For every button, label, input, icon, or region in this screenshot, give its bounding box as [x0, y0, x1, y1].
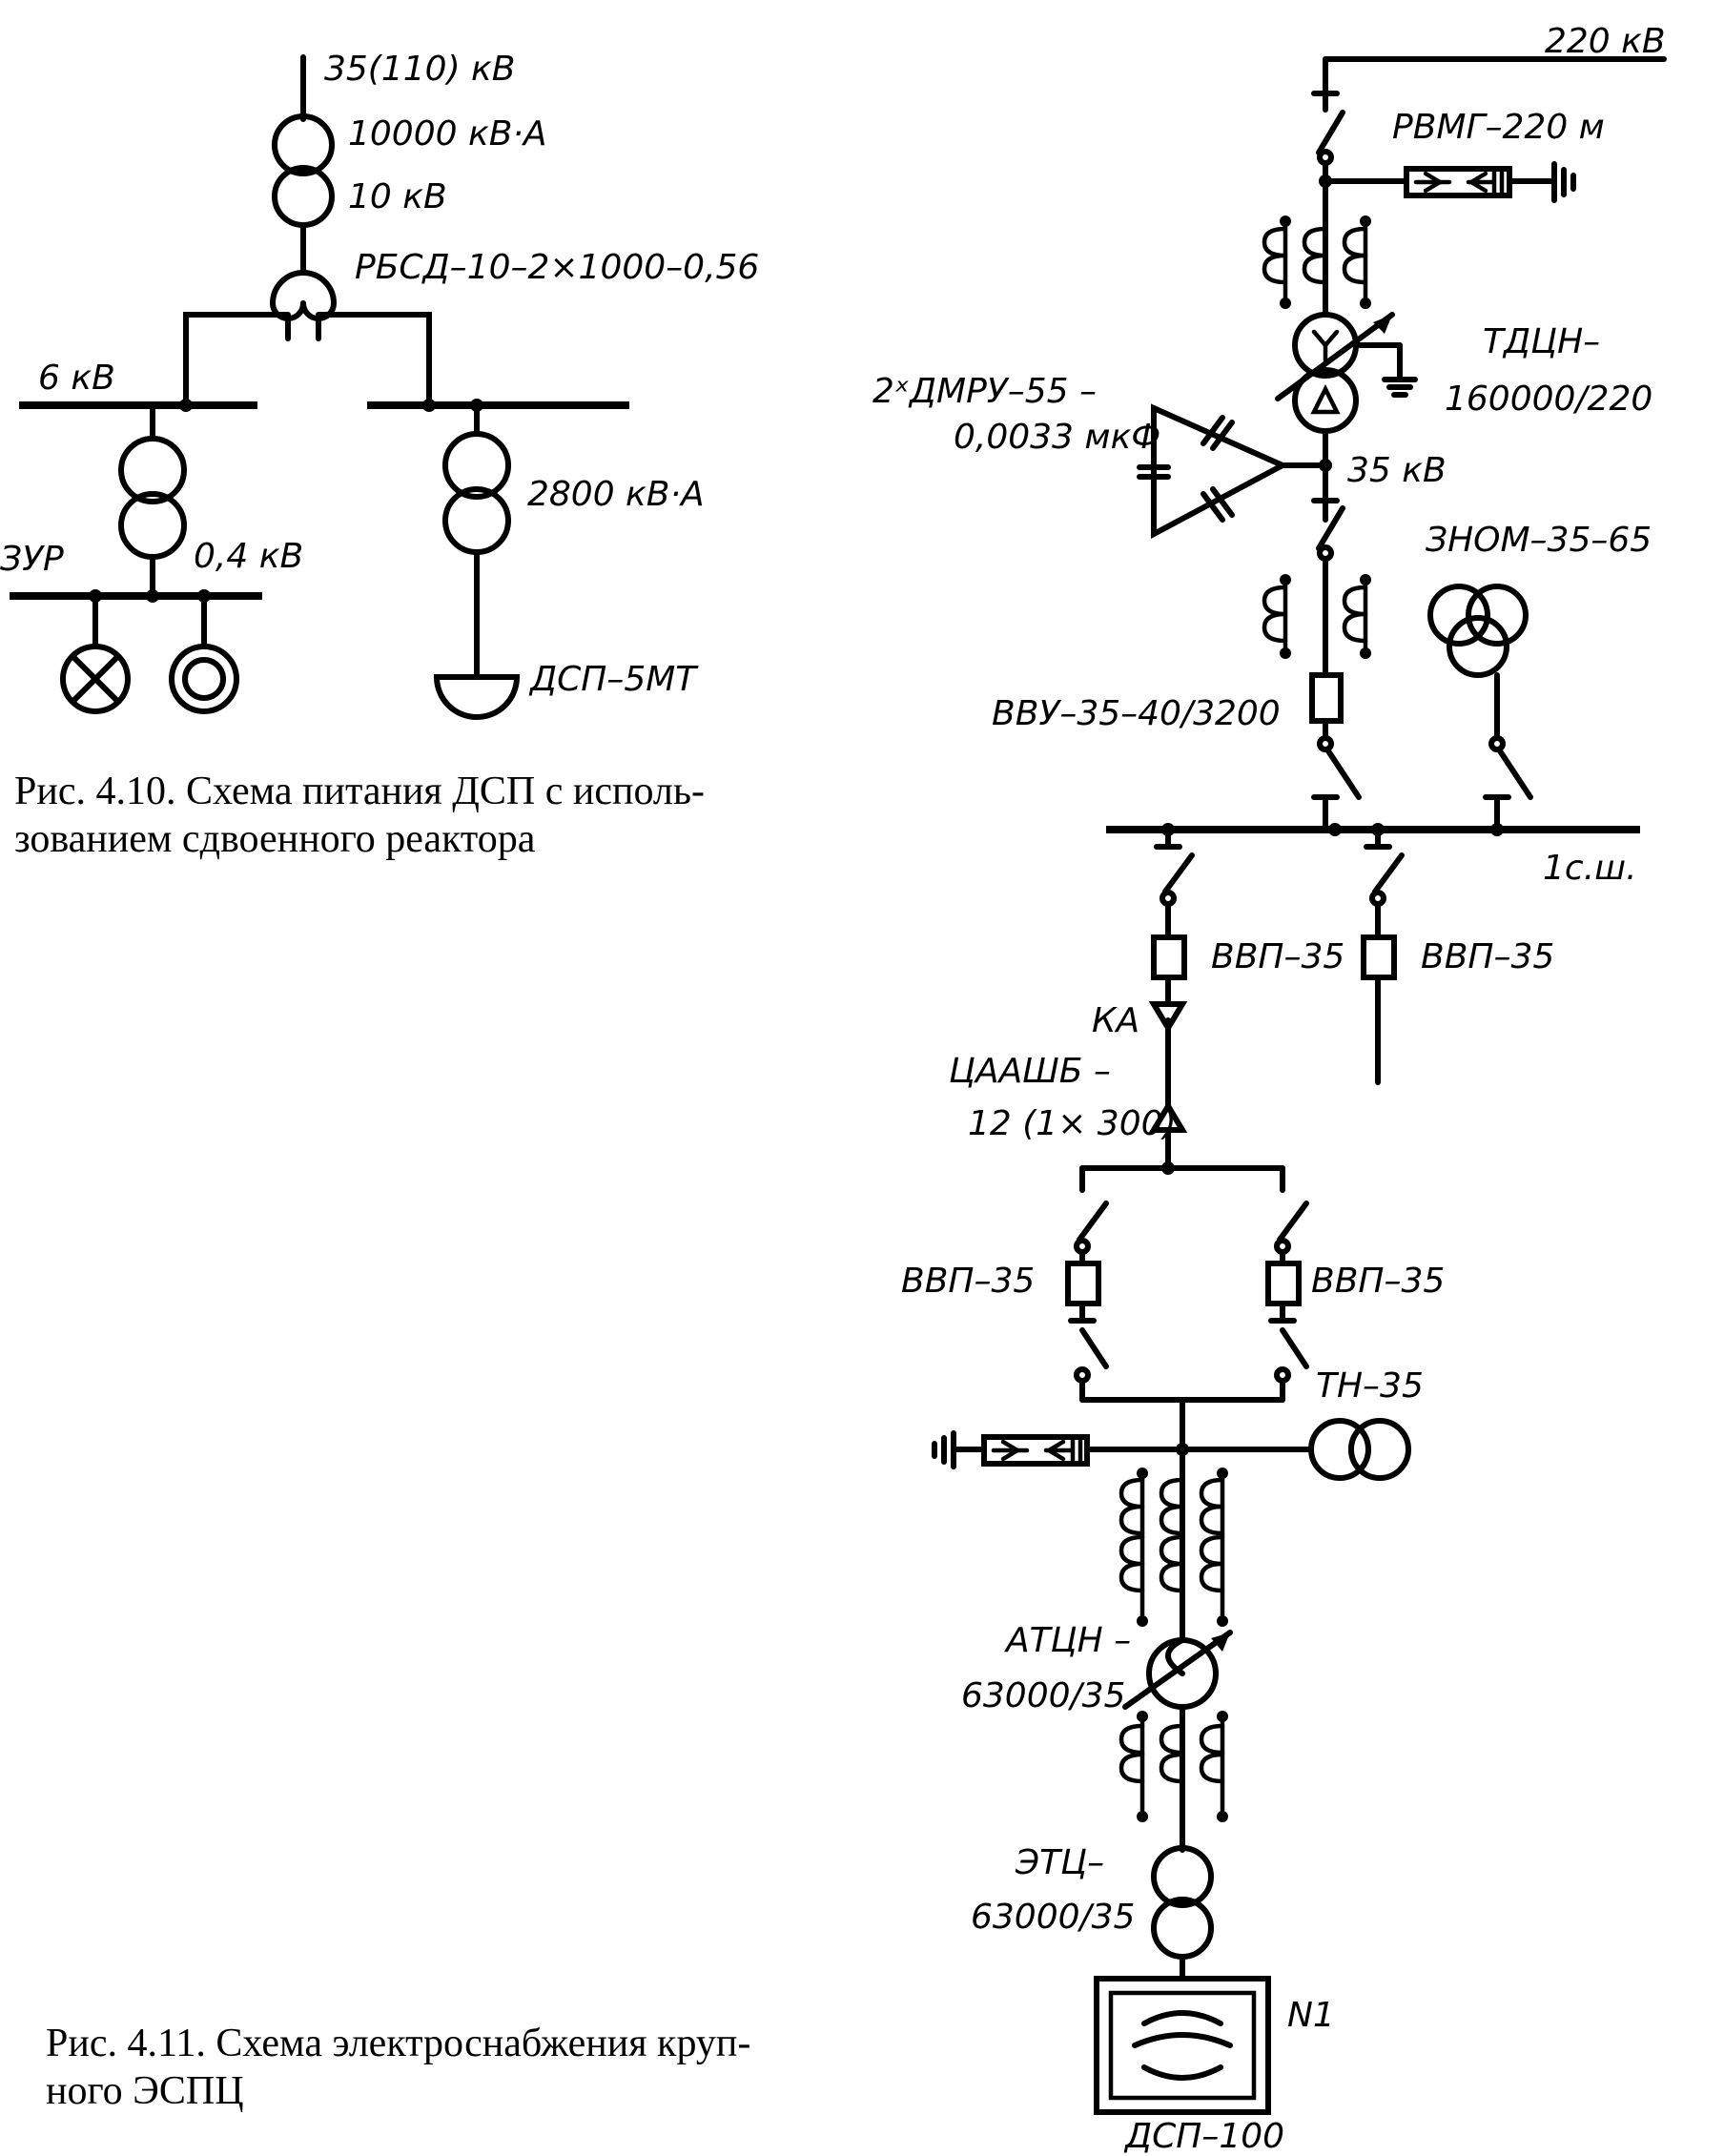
- fig-410-labels: 35(110) кВ 10000 кВ·А 10 кВ РБСД–10–2×10…: [0, 50, 759, 699]
- fig-410-schematic: [10, 54, 629, 720]
- label-trafo-lv: 10 кВ: [348, 177, 447, 216]
- voltage-transformer-tn: [1308, 1418, 1411, 1481]
- label-atcn-2: 63000/35: [961, 1676, 1125, 1715]
- label-n1: N1: [1287, 1996, 1335, 2035]
- branch-left-vvp: [1065, 1201, 1109, 1403]
- label-tdcn-1: ТДЦН–: [1483, 322, 1600, 361]
- fig-411-labels: 220 кВ РВМГ–220 м ТДЦН– 160000/220 2ˣДМР…: [872, 22, 1666, 2156]
- fig-411-schematic: [932, 56, 1667, 2115]
- label-reactor: РБСД–10–2×1000–0,56: [355, 248, 759, 287]
- label-aux-power: 2800 кВ·А: [527, 475, 705, 514]
- disconnector-vvu: [1311, 718, 1362, 828]
- label-dmru-1: 2ˣДМРУ–55 –: [872, 372, 1097, 411]
- motor-load-symbol: [169, 644, 239, 714]
- label-vvu: ВВУ–35–40/3200: [992, 694, 1281, 733]
- current-transformers-35kv: [1262, 574, 1371, 659]
- current-transformers-220kv: [1262, 216, 1371, 309]
- label-04kv: 0,4 кВ: [194, 537, 303, 576]
- dual-reactor-symbol: [270, 270, 337, 341]
- furnace-transformer-symbol: [442, 431, 511, 555]
- caption-410-line2: зованием сдвоенного реактора: [14, 817, 536, 861]
- furnace-symbol-dsp5: [433, 674, 521, 720]
- autotransformer-atcn-symbol: [1122, 1630, 1233, 1710]
- label-hv-voltage: 35(110) кВ: [324, 50, 516, 89]
- label-arrester-top: РВМГ–220 м: [1392, 108, 1605, 147]
- caption-fig-411: Рис. 4.11. Схема электроснабжения круп- …: [46, 2020, 750, 2115]
- label-vvp-d: ВВП–35: [1311, 1262, 1445, 1301]
- label-cable-2: 12 (1× 300): [968, 1104, 1177, 1143]
- label-tdcn-2: 160000/220: [1445, 380, 1652, 419]
- aux-transformer-symbol: [118, 436, 187, 560]
- disconnector-35kv-main: [1316, 498, 1345, 562]
- transformer-etc-symbol: [1151, 1845, 1214, 1960]
- current-transformers-atcn: [1119, 1468, 1228, 1627]
- voltage-transformer-znom: [1427, 584, 1529, 678]
- label-furnace-dsp5: ДСП–5МТ: [528, 660, 699, 699]
- label-35kv: 35 кВ: [1347, 451, 1447, 490]
- transformer-tdcn-symbol: [1275, 312, 1395, 434]
- capacitor-bank-dmru: [1137, 403, 1328, 539]
- label-vvp-b: ВВП–35: [1421, 937, 1554, 976]
- caption-410-line1: Рис. 4.10. Схема питания ДСП с исполь-: [14, 770, 706, 813]
- label-etc-2: 63000/35: [971, 1898, 1135, 1937]
- label-dmru-2: 0,0033 мкФ: [954, 418, 1160, 457]
- label-trafo-power: 10000 кВ·А: [348, 114, 546, 154]
- caption-411-line1: Рис. 4.11. Схема электроснабжения круп-: [46, 2022, 751, 2065]
- caption-411-line2: ного ЭСПЦ: [46, 2069, 244, 2113]
- branch-right-vvp: [1265, 1201, 1309, 1403]
- arrester-35kv-symbol: [981, 1434, 1090, 1467]
- label-cable-1: ЦААШБ –: [949, 1052, 1111, 1091]
- disconnector-220kv: [1316, 91, 1345, 166]
- label-furnace-dsp100: ДСП–100: [1123, 2117, 1284, 2156]
- label-bus1: 1с.ш.: [1543, 849, 1637, 888]
- label-zur: ЗУР: [0, 540, 64, 579]
- label-vvp-a: ВВП–35: [1211, 937, 1344, 976]
- lamp-load-symbol: [60, 644, 131, 714]
- label-atcn-1: АТЦН –: [1004, 1621, 1131, 1660]
- label-220kv: 220 кВ: [1545, 22, 1666, 61]
- label-vvp-c: ВВП–35: [901, 1262, 1035, 1301]
- breaker-vvu: [1309, 672, 1344, 724]
- caption-fig-410: Рис. 4.10. Схема питания ДСП с исполь- з…: [14, 768, 705, 863]
- label-bus-6kv: 6 кВ: [38, 359, 115, 398]
- label-etc-1: ЭТЦ–: [1015, 1843, 1104, 1882]
- arrester-220kv-symbol: [1404, 166, 1512, 198]
- current-transformers-etc: [1119, 1711, 1228, 1822]
- label-ka: КА: [1092, 1001, 1139, 1040]
- main-transformer-symbol: [272, 113, 335, 228]
- label-tn: ТН–35: [1316, 1366, 1424, 1406]
- furnace-dsp100-symbol: [1094, 1976, 1271, 2115]
- feeder-left: [1148, 827, 1195, 1171]
- feeder-right: [1361, 827, 1405, 1085]
- label-znom: ЗНОМ–35–65: [1426, 521, 1652, 560]
